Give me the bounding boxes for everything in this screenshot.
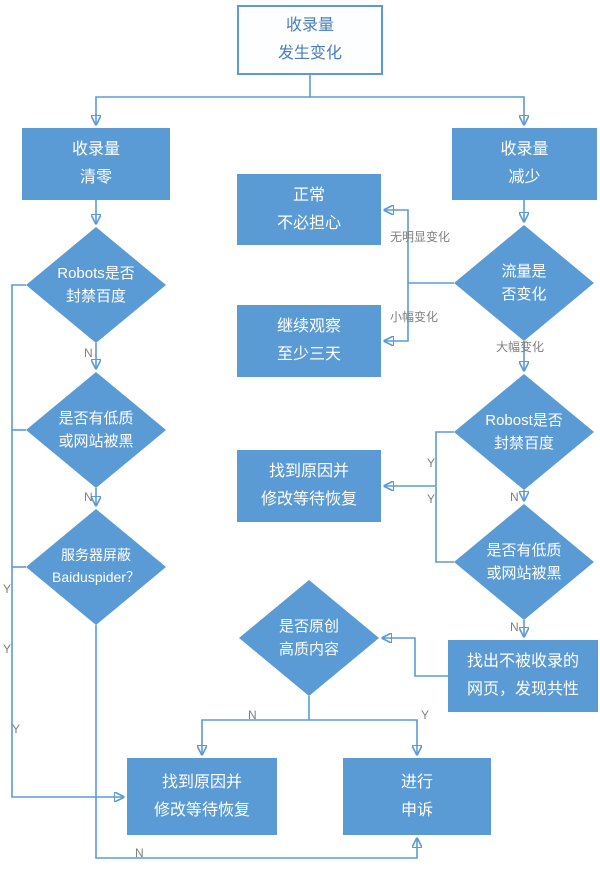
node-start: 收录量 发生变化	[237, 5, 383, 75]
edge-label-y-left-rail-2: Y	[3, 642, 12, 656]
node-appeal-label: 进行 申诉	[400, 773, 433, 819]
node-server-block: 服务器屏蔽 Baiduspider？	[26, 509, 166, 625]
edge-label-n-robots-left: N	[84, 346, 93, 360]
node-low-quality-right: 是否有低质 或网站被黑	[454, 504, 594, 620]
node-index-zero-label: 收录量 清零	[71, 141, 120, 186]
edge-label-n-lowq-left: N	[84, 490, 93, 504]
node-fix-recover-bottom-label: 找到原因并 修改等待恢复	[153, 773, 250, 819]
node-server-block-label: 服务器屏蔽 Baiduspider？	[52, 547, 140, 585]
edge-label-n-robots-right: N	[510, 490, 519, 504]
edge-label-n-lowq-right: N	[510, 620, 519, 634]
node-original-content: 是否原创 高质内容	[239, 580, 379, 696]
node-robots-block-left-label: Robots是否 封禁百度	[57, 264, 135, 305]
edge-label-no-obvious-change: 无明显变化	[390, 230, 451, 244]
node-low-quality-right-label: 是否有低质 或网站被黑	[486, 541, 562, 582]
node-find-pages-label: 找出不被收录的 网页，发现共性	[466, 653, 579, 698]
node-fix-recover-bottom: 找到原因并 修改等待恢复	[127, 758, 277, 835]
node-robots-block-left: Robots是否 封禁百度	[26, 227, 166, 343]
edge-label-large-change: 大幅变化	[496, 340, 545, 354]
node-normal-label: 正常 不必担心	[276, 186, 341, 232]
node-find-pages: 找出不被收录的 网页，发现共性	[448, 640, 598, 712]
node-fix-recover-mid: 找到原因并 修改等待恢复	[237, 450, 381, 522]
node-robots-block-right-label: Robost是否 封禁百度	[485, 411, 563, 452]
node-low-quality-left: 是否有低质 或网站被黑	[26, 372, 166, 488]
edge-label-n-bottom-rail: N	[135, 846, 144, 860]
edge-label-small-change: 小幅变化	[390, 310, 439, 324]
node-appeal: 进行 申诉	[343, 758, 491, 835]
node-traffic-change: 流量是 否变化	[454, 225, 594, 341]
edge-label-y-robots-right: Y	[427, 456, 436, 470]
node-index-decrease: 收录量 减少	[452, 128, 597, 200]
node-index-zero: 收录量 清零	[22, 128, 170, 200]
edge-label-y-original: Y	[421, 708, 430, 722]
edge-label-y-left-rail-1: Y	[3, 582, 12, 596]
node-observe: 继续观察 至少三天	[237, 305, 381, 377]
edge-label-y-lowq-right: Y	[427, 492, 436, 506]
node-traffic-change-label: 流量是 否变化	[501, 262, 547, 303]
node-low-quality-left-label: 是否有低质 或网站被黑	[58, 409, 134, 450]
node-index-decrease-label: 收录量 减少	[500, 141, 549, 186]
node-original-content-label: 是否原创 高质内容	[278, 617, 339, 658]
edge-label-n-original: N	[248, 708, 257, 722]
edge-label-y-left-rail-3: Y	[12, 722, 21, 736]
node-fix-recover-mid-label: 找到原因并 修改等待恢复	[260, 463, 357, 508]
node-robots-block-right: Robost是否 封禁百度	[454, 374, 594, 490]
node-observe-label: 继续观察 至少三天	[276, 318, 341, 363]
node-normal: 正常 不必担心	[237, 174, 381, 245]
node-start-label: 收录量 发生变化	[277, 17, 342, 62]
